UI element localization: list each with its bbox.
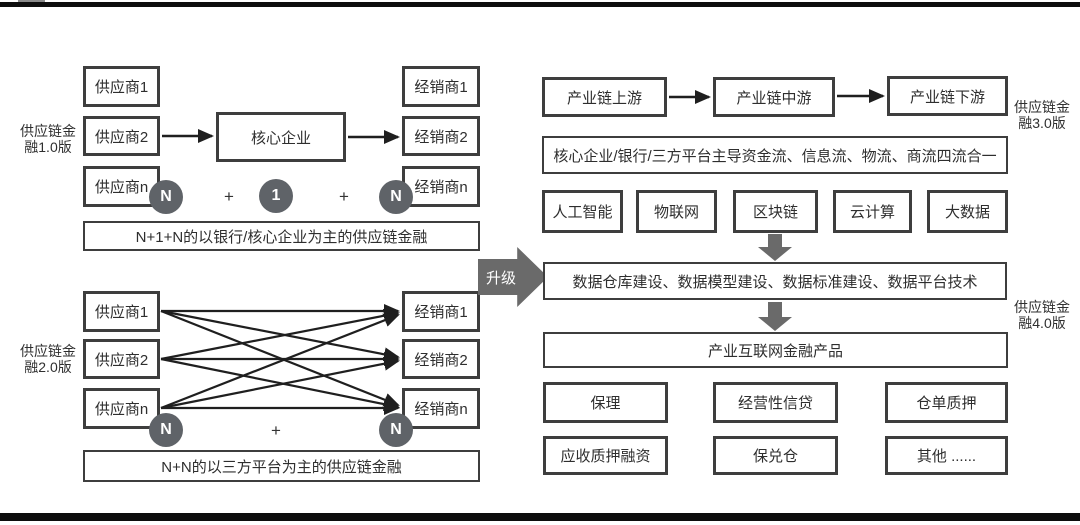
flow-integration-bar: 核心企业/银行/三方平台主导资金流、信息流、物流、商流四流合一	[542, 136, 1008, 174]
supplier-box: 供应商n	[83, 388, 160, 429]
version-label-line: 融3.0版	[1018, 115, 1066, 131]
product-box-warehouse-pledge: 仓单质押	[885, 382, 1008, 423]
product-box-others: 其他 ......	[885, 436, 1008, 475]
product-bar: 产业互联网金融产品	[543, 332, 1008, 368]
product-box-factoring: 保理	[543, 382, 668, 423]
tech-box-bigdata: 大数据	[927, 190, 1008, 233]
supplier-box: 供应商2	[83, 116, 160, 156]
version-label-2-0: 供应链金 融2.0版	[16, 343, 80, 375]
version-label-line: 供应链金	[20, 123, 76, 139]
version-label-3-0: 供应链金 融3.0版	[1010, 99, 1074, 131]
version-label-4-0: 供应链金 融4.0版	[1010, 299, 1074, 331]
dealer-box: 经销商1	[402, 291, 480, 332]
product-box-receivables-pledge: 应收质押融资	[543, 436, 668, 475]
summary-bar-1-0: N+1+N的以银行/核心企业为主的供应链金融	[83, 221, 480, 251]
core-company-box: 核心企业	[216, 112, 346, 162]
bottom-border	[0, 513, 1080, 521]
dealer-box: 经销商2	[402, 339, 480, 379]
down-arrow-icon	[758, 302, 792, 331]
dealer-box: 经销商2	[402, 116, 480, 156]
n-badge: N	[149, 180, 183, 214]
tech-box-ai: 人工智能	[542, 190, 623, 233]
upgrade-arrow-label: 升级	[486, 269, 517, 287]
supplier-box: 供应商1	[83, 66, 160, 107]
summary-bar-2-0: N+N的以三方平台为主的供应链金融	[83, 450, 480, 482]
plus-sign: +	[271, 421, 281, 440]
supplier-box: 供应商2	[83, 339, 160, 379]
down-arrow-icon	[758, 234, 792, 261]
tech-box-iot: 物联网	[636, 190, 717, 233]
version-label-line: 融4.0版	[1018, 315, 1066, 331]
dealer-box: 经销商n	[402, 388, 480, 429]
chain-box-upstream: 产业链上游	[542, 77, 667, 117]
product-box-confirmed-warehouse: 保兑仓	[713, 436, 838, 475]
version-label-line: 融1.0版	[24, 139, 72, 155]
chain-box-downstream: 产业链下游	[887, 76, 1008, 116]
tech-box-blockchain: 区块链	[733, 190, 818, 233]
n-badge: N	[379, 413, 413, 447]
mesh-lines	[160, 304, 400, 415]
flow-arrow-icon	[162, 129, 400, 144]
supplier-box: 供应商n	[83, 166, 160, 207]
version-label-line: 供应链金	[1014, 99, 1070, 115]
plus-sign: +	[339, 187, 349, 206]
supplier-box: 供应商1	[83, 291, 160, 332]
version-label-line: 供应链金	[20, 343, 76, 359]
n-badge: N	[379, 180, 413, 214]
chain-box-midstream: 产业链中游	[713, 77, 835, 117]
version-label-line: 融2.0版	[24, 359, 72, 375]
n-badge: N	[149, 413, 183, 447]
version-label-1-0: 供应链金 融1.0版	[16, 123, 80, 155]
flow-arrow-icon	[669, 89, 885, 104]
top-border	[0, 2, 1080, 7]
dealer-box: 经销商1	[402, 66, 480, 107]
tech-box-cloud: 云计算	[833, 190, 912, 233]
product-box-operating-credit: 经营性信贷	[713, 382, 838, 423]
one-badge: 1	[259, 179, 293, 213]
plus-sign: +	[224, 187, 234, 206]
top-left-tab	[18, 0, 45, 2]
version-label-line: 供应链金	[1014, 299, 1070, 315]
data-platform-bar: 数据仓库建设、数据模型建设、数据标准建设、数据平台技术	[543, 262, 1007, 300]
